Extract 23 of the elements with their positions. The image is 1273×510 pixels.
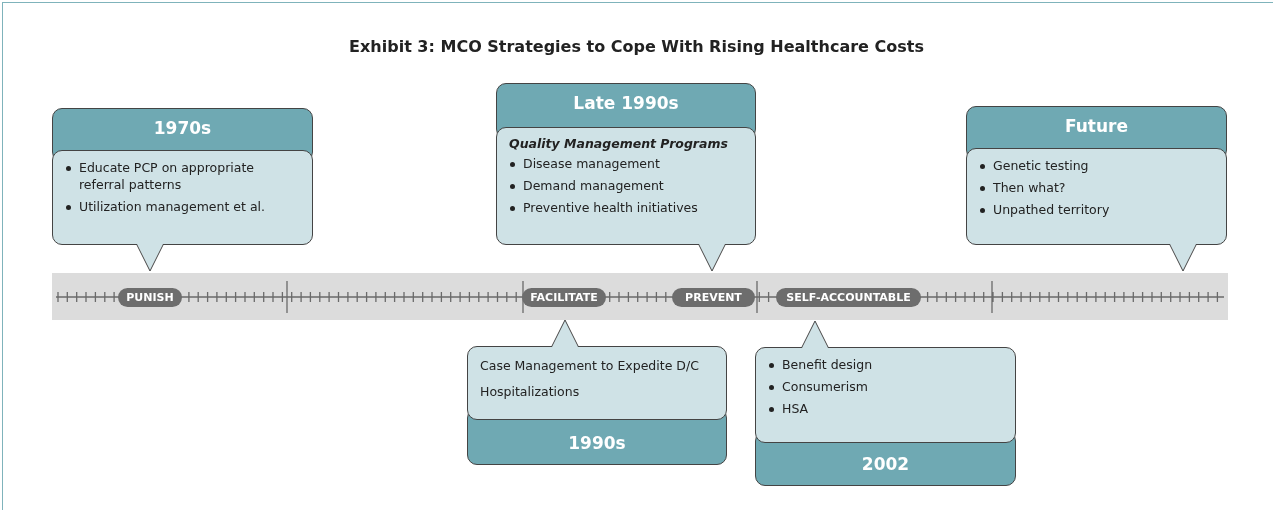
timeline-band xyxy=(52,273,1228,320)
bullet-text: Disease management xyxy=(523,156,660,171)
callout xyxy=(52,108,313,273)
stage-pill: PREVENT xyxy=(672,288,755,307)
callout xyxy=(467,320,727,465)
bullet-text: HSA xyxy=(782,401,809,416)
bullet-text: Preventive health initiatives xyxy=(523,200,698,215)
callout xyxy=(755,320,1016,486)
bullet-text: Then what? xyxy=(993,180,1066,195)
bullet-text: Consumerism xyxy=(782,379,868,394)
stage-pill: PUNISH xyxy=(118,288,182,307)
callout xyxy=(496,83,756,273)
stage-pill: SELF-ACCOUNTABLE xyxy=(776,288,921,307)
stage-pill: FACILITATE xyxy=(522,288,606,307)
bullet-text: Demand management xyxy=(523,178,664,193)
bullet-text: Utilization management et al. xyxy=(79,199,265,214)
body-text: Case Management to Expedite D/C Hospitalizations xyxy=(480,357,700,401)
bullet-text: Educate PCP on appropriate referral patterns xyxy=(79,160,254,192)
bullet-text: Genetic testing xyxy=(993,158,1089,173)
callout xyxy=(966,106,1227,273)
diagram-title: Exhibit 3: MCO Strategies to Cope With Rising Healthcare Costs xyxy=(348,37,925,56)
bullet-text: Unpathed territory xyxy=(993,202,1110,217)
bullet-text: Benefit design xyxy=(782,357,873,372)
